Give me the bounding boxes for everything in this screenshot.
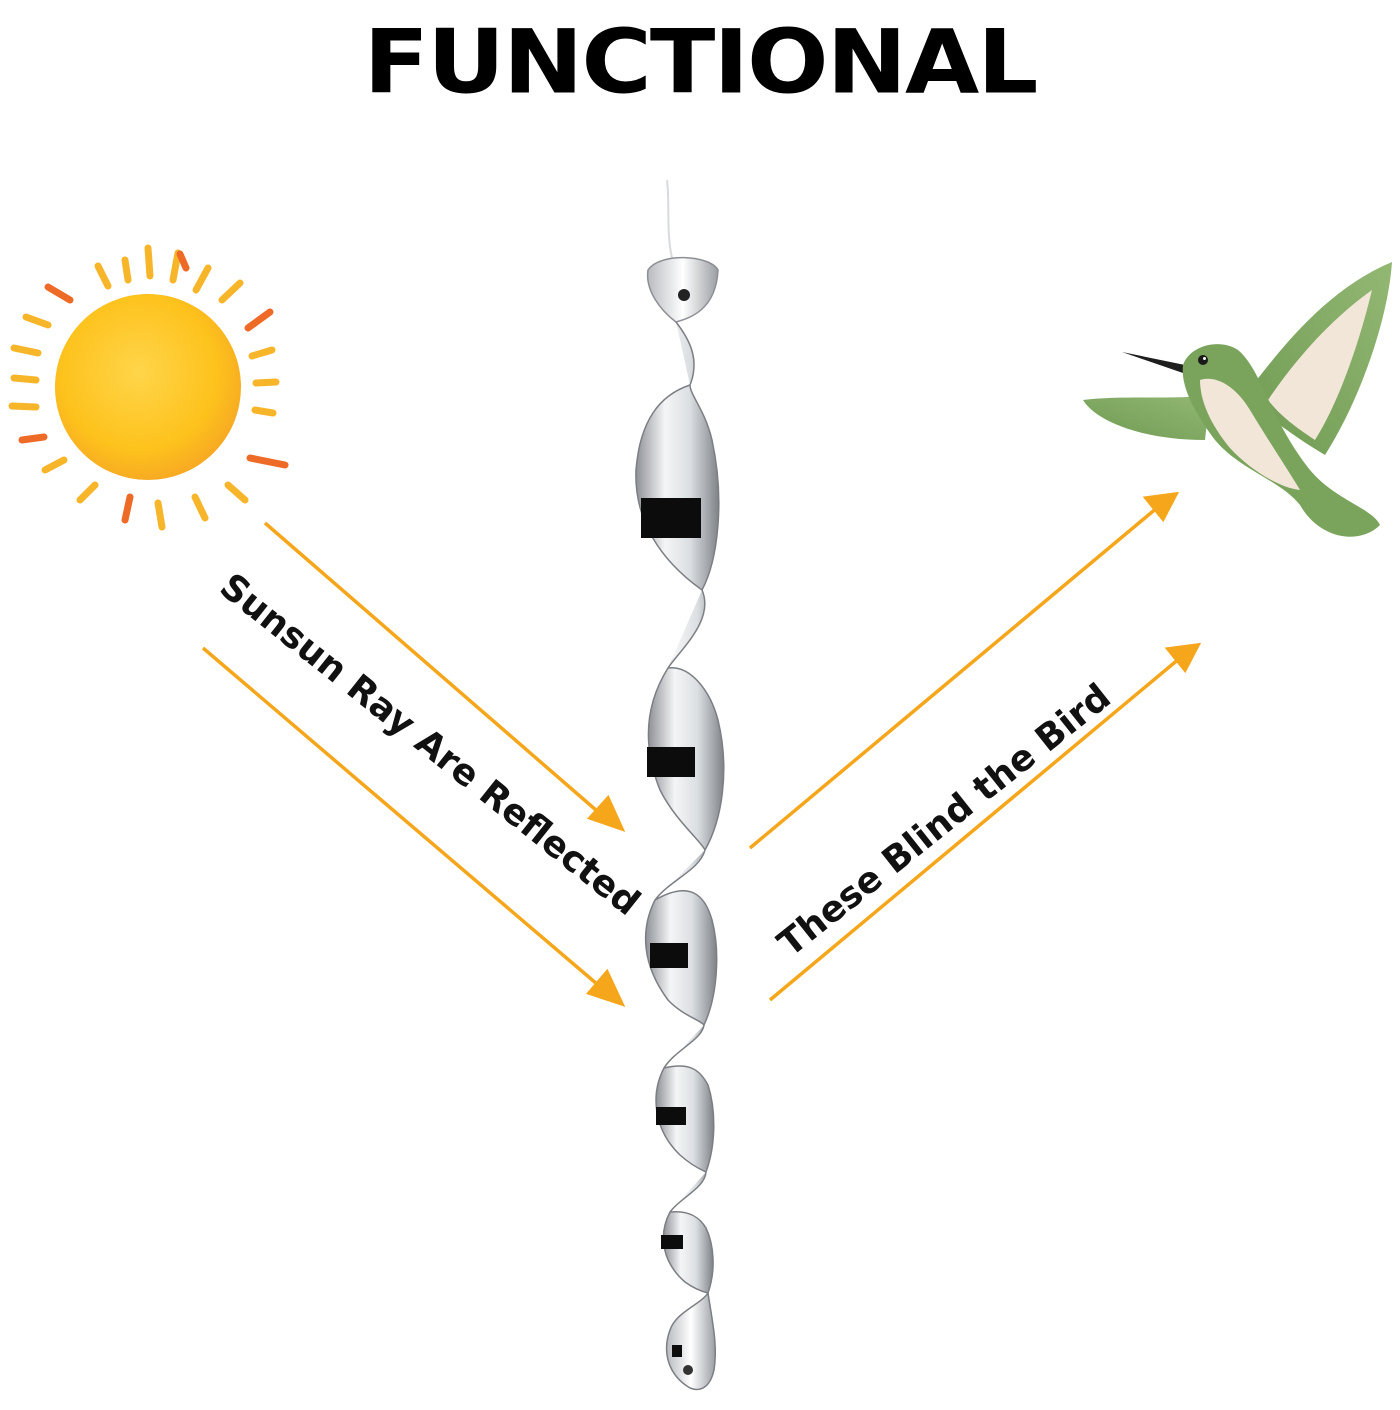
incoming-ray-arrow (201, 646, 606, 992)
reflective-spiral-spinner (635, 179, 725, 1391)
incoming-ray-arrows (201, 521, 626, 1007)
sun-icon (8, 244, 289, 531)
hummingbird-icon (1083, 262, 1392, 537)
outgoing-ray-arrow (748, 505, 1160, 850)
outgoing-ray-arrow (768, 656, 1182, 1002)
page-title: FUNCTIONAL (363, 10, 1039, 114)
outgoing-ray-arrows (748, 491, 1202, 1002)
incoming-ray-arrow (263, 521, 606, 819)
